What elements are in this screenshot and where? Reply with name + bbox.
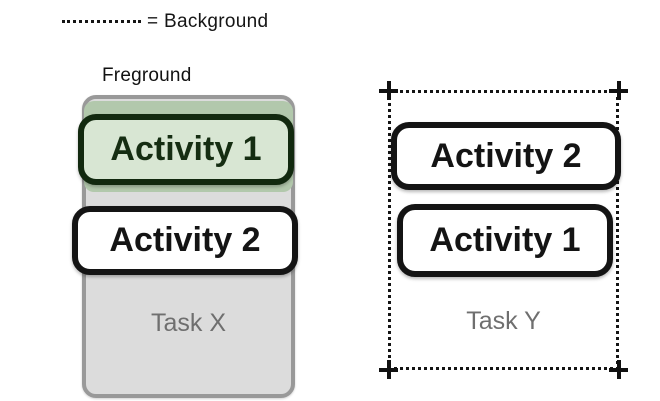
foreground-label: Freground (102, 65, 192, 86)
crosshair-corner-icon (379, 360, 398, 379)
task-x-activity-2: Activity 2 (72, 206, 298, 275)
task-x-activity-1: Activity 1 (78, 114, 294, 185)
crosshair-corner-icon (609, 81, 628, 100)
task-y-activity-1: Activity 1 (397, 204, 613, 277)
crosshair-corner-icon (379, 81, 398, 100)
legend-label: = Background (147, 11, 269, 32)
task-y-activity-2: Activity 2 (391, 122, 621, 190)
background-dotted-line-icon (62, 20, 141, 23)
task-y-title: Task Y (466, 307, 541, 335)
crosshair-corner-icon (609, 360, 628, 379)
task-x-title: Task X (150, 309, 227, 337)
task-y-outline (388, 90, 619, 370)
